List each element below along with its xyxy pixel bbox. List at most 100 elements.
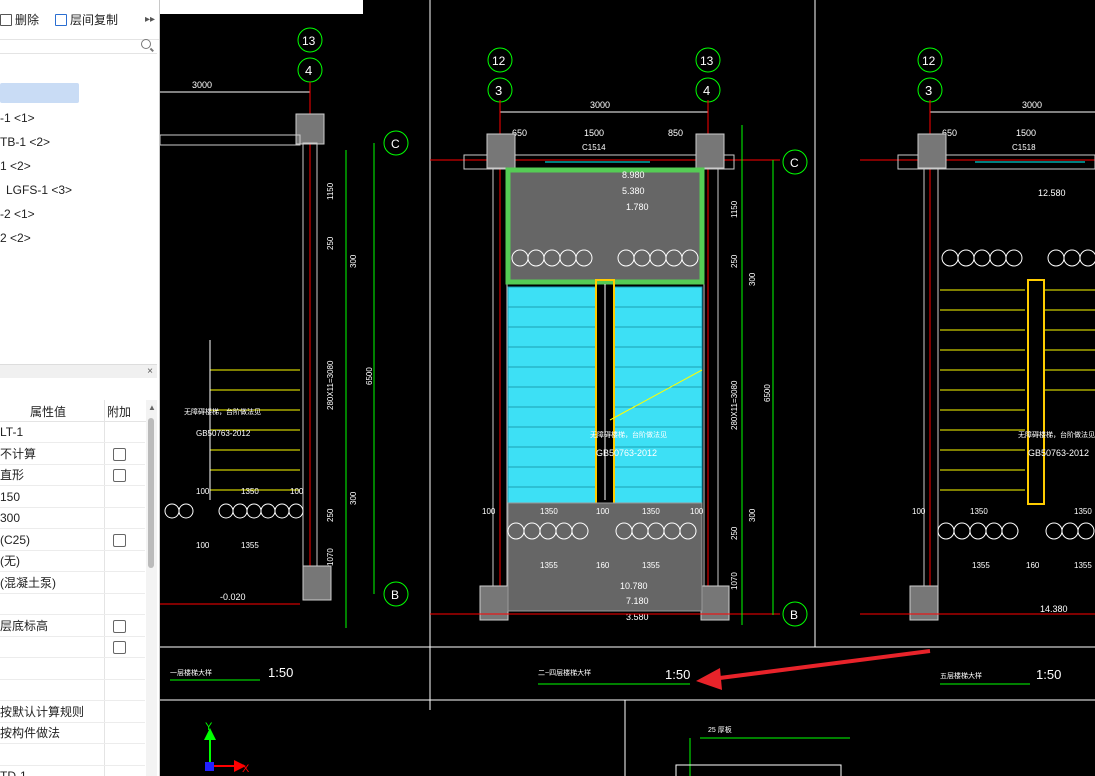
drawing-first-floor: 3000 13 4 C B 1150 250 300 280X11=3080 6… <box>160 27 409 681</box>
property-value[interactable]: 150 <box>0 489 21 504</box>
property-value[interactable]: TD-1 <box>0 769 27 776</box>
dim-250b-mid: 250 <box>730 526 739 540</box>
property-row[interactable]: 按构件做法 <box>0 723 145 744</box>
axis-c-mid: C <box>790 156 799 170</box>
dim-1150-left: 1150 <box>326 182 335 200</box>
properties-scrollbar[interactable]: ▲ <box>146 400 157 776</box>
close-icon[interactable]: × <box>147 366 153 377</box>
extra-checkbox[interactable] <box>113 619 126 633</box>
property-row[interactable] <box>0 637 145 658</box>
axis-13-mid: 13 <box>700 54 714 68</box>
dim-160-right: 160 <box>1026 561 1040 570</box>
property-row[interactable] <box>0 659 145 680</box>
more-tools-button[interactable]: ▸▸ <box>145 14 156 25</box>
axis-3-right: 3 <box>925 83 932 98</box>
dim-1350-right: 1350 <box>970 507 988 516</box>
dim-1350b-mid: 1350 <box>642 507 660 516</box>
extra-checkbox[interactable] <box>113 533 126 547</box>
axis-c-left: C <box>391 137 400 151</box>
column-divider <box>104 400 105 776</box>
title-fifth-floor: 五层楼梯大样 <box>940 671 982 680</box>
property-value[interactable]: (无) <box>0 554 20 568</box>
standard-mid: GB50763-2012 <box>596 448 657 458</box>
dim-1355b-mid: 1355 <box>642 561 660 570</box>
canvas-top-toolbar <box>160 0 363 14</box>
delete-button[interactable]: 删除 <box>0 11 39 28</box>
tree-item[interactable]: 2 <2> <box>0 231 31 245</box>
search-icon[interactable] <box>141 39 151 49</box>
ucs-y-label: Y <box>205 721 213 733</box>
tree-item[interactable]: LGFS-1 <3> <box>6 183 73 197</box>
property-row[interactable]: 直形 <box>0 465 145 486</box>
component-toolbar: 删除 层间复制 <box>0 0 159 40</box>
property-value[interactable]: LT-1 <box>0 425 24 439</box>
copy-layers-button[interactable]: 层间复制 <box>55 11 118 28</box>
extra-checkbox[interactable] <box>113 469 126 482</box>
scroll-up-icon[interactable]: ▲ <box>148 403 156 412</box>
dim-1070-left: 1070 <box>326 548 335 566</box>
elev-3580: 3.580 <box>626 612 649 622</box>
tree-item[interactable]: TB-1 <2> <box>0 135 51 149</box>
col-value-header: 属性值 <box>30 405 67 419</box>
left-panel: 删除 层间复制 ▸▸ -1 <1> TB-1 <2> 1 <2> LGFS-1 … <box>0 0 160 776</box>
elev-12580: 12.580 <box>1038 188 1066 198</box>
property-row[interactable]: 150 <box>0 487 145 508</box>
tree-selected-item[interactable] <box>0 83 79 103</box>
property-value[interactable]: 不计算 <box>0 446 37 461</box>
dim-100-mid: 100 <box>482 507 496 516</box>
dim-250b-left: 250 <box>326 508 335 522</box>
copy-icon <box>55 13 68 26</box>
property-row[interactable]: 层底标高 <box>0 616 145 637</box>
property-value[interactable]: 按默认计算规则 <box>0 704 85 719</box>
axis-3-mid: 3 <box>495 83 502 98</box>
dim-2808-mid: 280X11=3080 <box>730 380 739 430</box>
property-value[interactable]: 层底标高 <box>0 618 49 633</box>
dim-100c-left: 100 <box>196 541 210 550</box>
property-row[interactable]: 300 <box>0 508 145 529</box>
note-cn-mid: 无障碍楼梯，台阶做法见 <box>590 430 667 439</box>
property-row[interactable]: (混凝土泵) <box>0 573 145 594</box>
property-row[interactable] <box>0 745 145 766</box>
dim-100b-mid: 100 <box>596 507 610 516</box>
elev-5380: 5.380 <box>622 186 645 196</box>
property-row[interactable]: (无) <box>0 551 145 572</box>
dim-650-mid: 650 <box>512 128 527 138</box>
property-value[interactable]: 300 <box>0 511 21 525</box>
dim-300b-mid: 300 <box>748 508 757 522</box>
axis-4-mid: 4 <box>703 83 710 98</box>
property-row[interactable]: LT-1 <box>0 422 145 443</box>
property-row[interactable]: (C25) <box>0 530 145 551</box>
property-row[interactable]: 按默认计算规则 <box>0 702 145 723</box>
dim-100-left: 100 <box>196 487 210 496</box>
property-value[interactable]: (C25) <box>0 532 31 547</box>
tree-item[interactable]: 1 <2> <box>0 159 31 173</box>
property-row[interactable] <box>0 680 145 701</box>
property-row[interactable]: 不计算 <box>0 444 145 465</box>
property-row[interactable] <box>0 594 145 615</box>
dim-6500-left: 6500 <box>365 367 374 385</box>
tree-item[interactable]: -1 <1> <box>0 111 35 125</box>
dim-6500-mid: 6500 <box>763 384 772 402</box>
note-cn-left: 无障碍楼梯，台阶做法见 <box>184 407 261 416</box>
scale-right: 1:50 <box>1036 667 1061 682</box>
property-row[interactable]: TD-1 <box>0 766 145 776</box>
axis-b-left: B <box>391 588 399 602</box>
drawing-fifth-floor: 12 3 3000 650 1500 C1518 12.580 <box>860 47 1095 685</box>
dim-300-left: 300 <box>349 254 358 268</box>
dim-1355-mid: 1355 <box>540 561 558 570</box>
cad-drawing-canvas[interactable]: 3000 13 4 C B 1150 250 300 280X11=3080 6… <box>160 0 1095 776</box>
extra-checkbox[interactable] <box>113 641 126 654</box>
elev-1780: 1.780 <box>626 202 649 212</box>
extra-checkbox[interactable] <box>113 447 126 461</box>
property-value[interactable]: 直形 <box>0 468 25 482</box>
title-typical-floor: 二~四层楼梯大样 <box>538 668 591 677</box>
tree-item[interactable]: -2 <1> <box>0 207 35 221</box>
property-value[interactable]: 按构件做法 <box>0 726 61 740</box>
scroll-thumb[interactable] <box>148 418 154 568</box>
property-value[interactable]: (混凝土泵) <box>0 575 56 590</box>
dim-1355-left: 1355 <box>241 541 259 550</box>
ucs-x-label: X <box>242 763 250 775</box>
dim-100b-left: 100 <box>290 487 304 496</box>
component-search-row[interactable] <box>0 38 157 54</box>
dim-3000-mid: 3000 <box>590 100 610 110</box>
